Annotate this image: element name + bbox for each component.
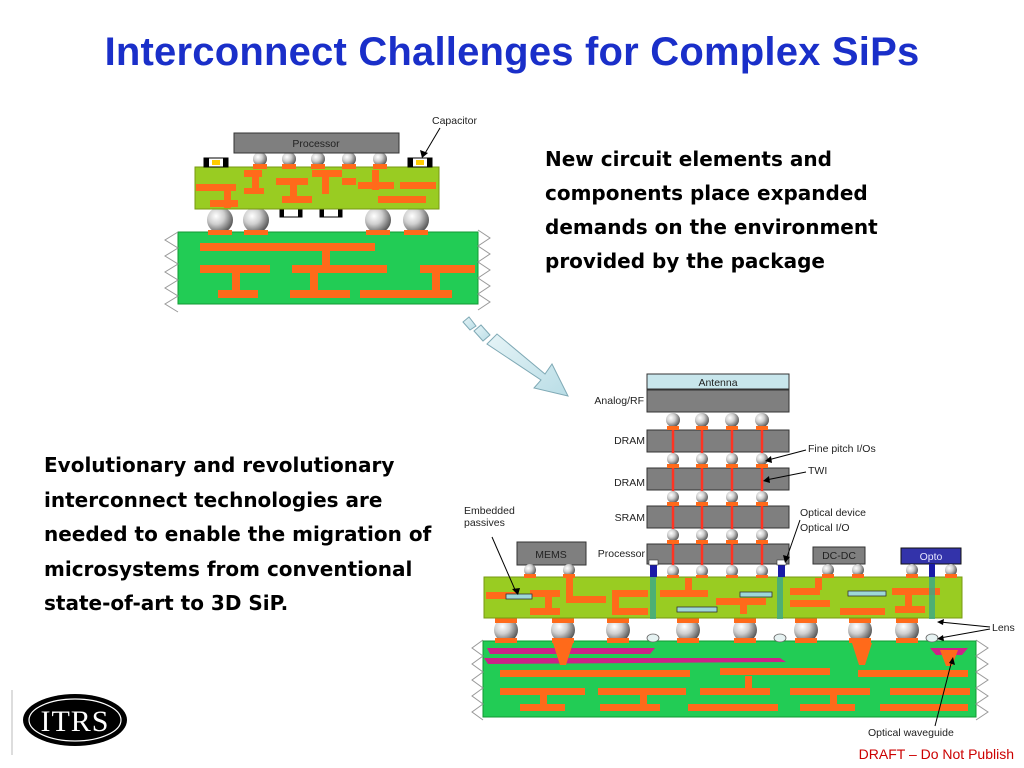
bottom-substrate-right-edge	[975, 639, 989, 721]
dram-chip-2	[646, 467, 790, 491]
stack-processor-chip	[646, 543, 790, 565]
top-package-diagram: Processor Capacitor	[164, 115, 491, 313]
description-bottom: Evolutionary and revolutionary interconn…	[44, 453, 432, 615]
antenna-layer	[646, 373, 790, 390]
dram-chip-1	[646, 429, 790, 453]
analog-rf-chip	[646, 389, 790, 413]
optical-waveguide-layer	[487, 648, 655, 654]
bottom-large-balls	[494, 618, 919, 643]
migration-arrow	[462, 316, 569, 397]
top-processor-label: Processor	[292, 138, 340, 150]
lens-label: Lens	[992, 622, 1015, 634]
bottom-substrate-left-edge	[471, 639, 484, 721]
capacitor-pointer	[423, 127, 441, 156]
description-top: New circuit elements and components plac…	[545, 147, 878, 273]
stack-bumps	[666, 413, 769, 578]
draft-notice: DRAFT – Do Not Publish	[858, 746, 1014, 762]
twi-label: TWI	[808, 465, 827, 477]
top-side-capacitors	[203, 157, 433, 168]
antenna-label: Antenna	[698, 377, 737, 389]
dcdc-chip	[812, 546, 866, 565]
top-under-capacitors	[279, 208, 343, 218]
optical-waveguide-label: Optical waveguide	[868, 727, 954, 739]
optical-device-label: Optical device	[800, 507, 866, 519]
top-substrate-left-edge	[164, 231, 179, 313]
processor-label: Processor	[598, 548, 646, 560]
mems-chip	[516, 541, 587, 566]
top-large-balls	[207, 207, 429, 235]
dram-label-2: DRAM	[614, 477, 645, 489]
optical-io-label: Optical I/O	[800, 522, 850, 534]
bottom-package-diagram: MEMS DC-DC Opto Antenna	[464, 373, 1015, 739]
analog-rf-label: Analog/RF	[594, 395, 644, 407]
fine-pitch-label: Fine pitch I/Os	[808, 443, 876, 455]
embedded-passive-elements	[505, 590, 887, 613]
itrs-logo-text: ITRS	[40, 705, 109, 738]
opto-label: Opto	[920, 551, 943, 563]
embedded-passives-label-box: Embedded passives	[464, 505, 515, 529]
page-title: Interconnect Challenges for Complex SiPs	[104, 30, 920, 74]
top-substrate-right-edge	[477, 229, 491, 311]
mems-label: MEMS	[535, 549, 567, 561]
dram-label-1: DRAM	[614, 435, 645, 447]
top-processor-chip	[233, 132, 400, 154]
capacitor-label: Capacitor	[432, 115, 477, 127]
dcdc-label: DC-DC	[822, 550, 856, 562]
sram-chip	[646, 505, 790, 529]
itrs-logo: ITRS	[23, 694, 127, 746]
sram-label: SRAM	[615, 512, 645, 524]
embedded-passives-label: Embedded passives	[464, 505, 515, 529]
top-small-bumps	[253, 152, 387, 169]
3d-chip-stack: Antenna	[646, 373, 790, 578]
optical-vias	[650, 577, 935, 619]
lens-elements	[646, 633, 939, 643]
